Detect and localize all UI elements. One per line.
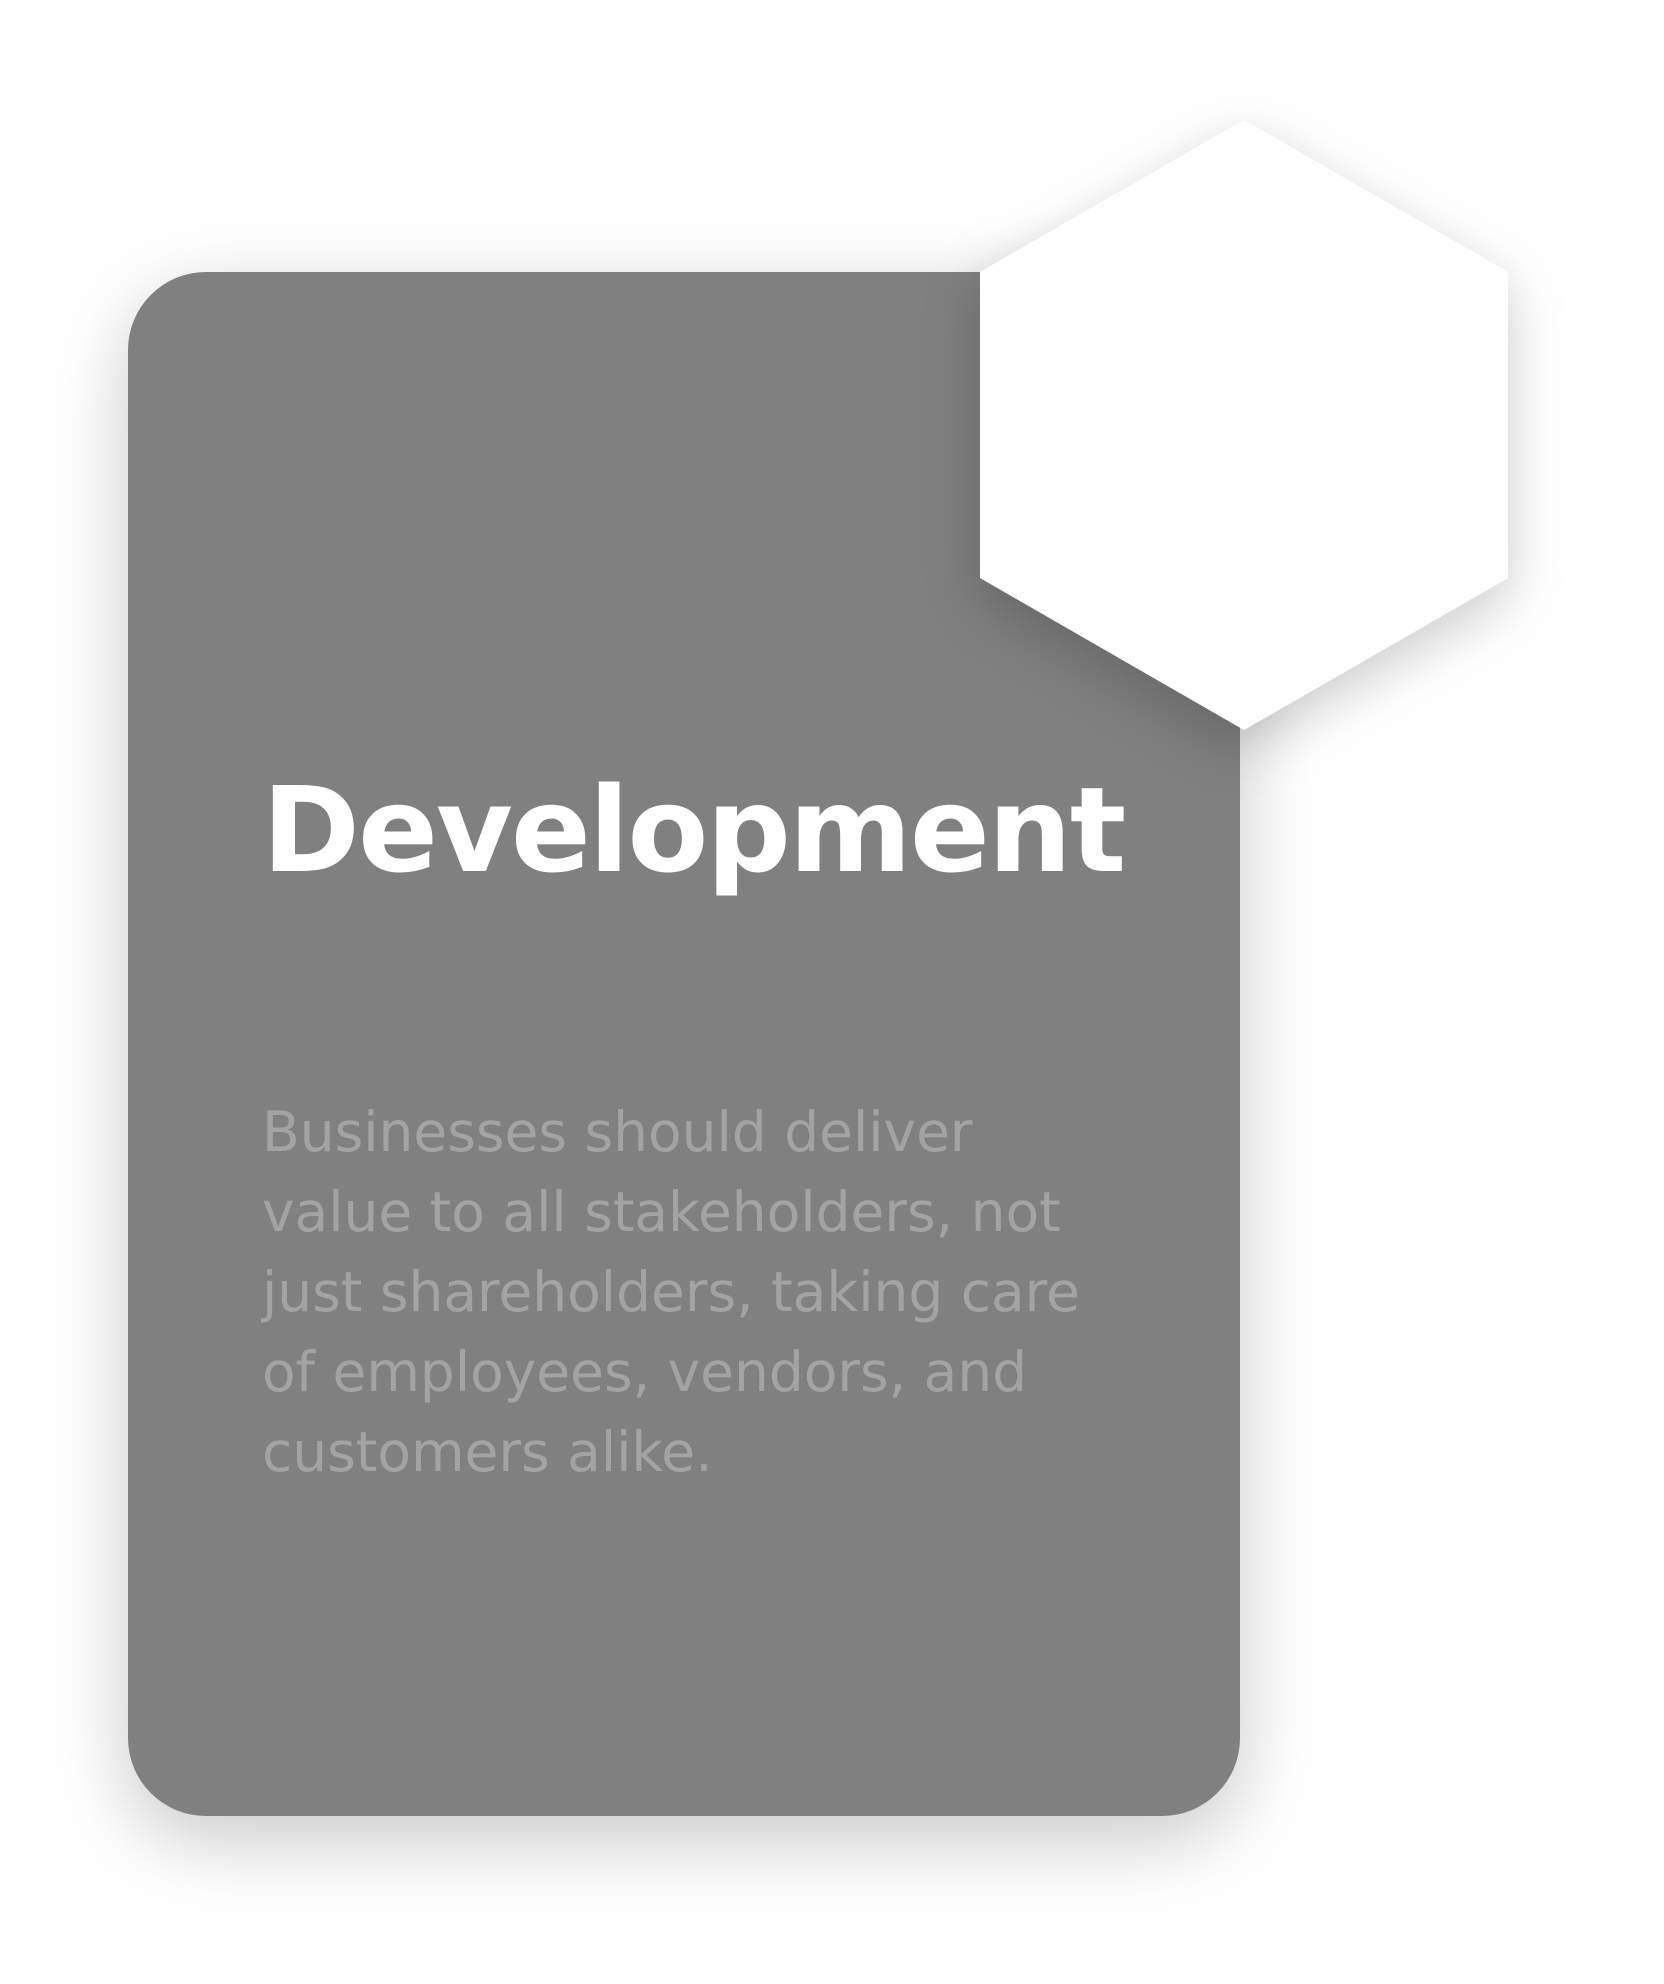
card-description: Businesses should deliver value to all s…: [262, 1100, 1080, 1484]
hexagon-shape: [980, 120, 1508, 730]
card-title: Development: [262, 761, 1126, 899]
hexagon-decoration: [980, 120, 1508, 730]
